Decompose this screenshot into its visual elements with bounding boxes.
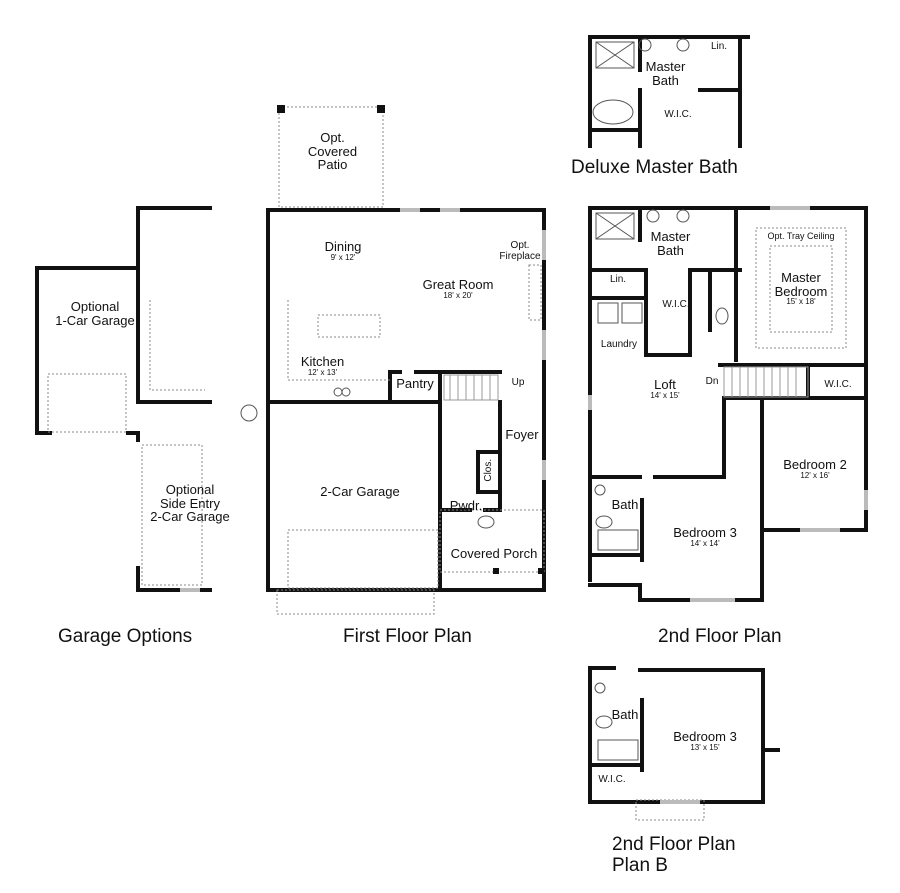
master-wic-label: W.I.C. <box>662 299 690 310</box>
room-name: Dining <box>324 239 362 254</box>
plan-b-bath-label: Bath <box>611 707 639 722</box>
closet-label: Clos. <box>482 458 494 482</box>
label-line: 1-Car Garage <box>55 312 135 328</box>
room-name: Bedroom 3 <box>673 525 737 540</box>
deluxe-linen-label: Lin. <box>710 41 728 52</box>
label-line: Covered <box>307 143 358 159</box>
room-name: Bedroom 2 <box>783 457 847 472</box>
label-line: Patio <box>317 157 348 173</box>
optional-side-entry-garage-label: Optional Side Entry 2-Car Garage <box>140 483 240 524</box>
second-floor-b-walls <box>588 666 780 804</box>
label-line: 2-Car Garage <box>150 509 230 525</box>
stairs-down-label: Dn <box>705 376 719 387</box>
pantry-label: Pantry <box>396 376 434 391</box>
label-line: Master <box>781 270 821 285</box>
room-dimension: 9' x 12' <box>330 252 356 262</box>
dining-room-label: Dining 9' x 12' <box>313 240 373 262</box>
covered-porch-label: Covered Porch <box>450 546 538 561</box>
stairs-second-floor <box>723 366 809 398</box>
plan-b-bedroom-3-label: Bedroom 3 13' x 15' <box>660 730 750 752</box>
room-name: Great Room <box>422 277 494 292</box>
room-name: Kitchen <box>300 354 345 369</box>
caption-second-floor-plan-b: 2nd Floor Plan Plan B <box>612 834 736 877</box>
label-line: Fireplace <box>499 250 541 262</box>
deluxe-master-bath-label: Master Bath <box>638 60 693 87</box>
driveway-apron <box>276 589 435 615</box>
first-floor-walls <box>266 208 546 592</box>
label-line: Opt. <box>320 130 345 145</box>
ac-unit-icon <box>240 404 258 422</box>
loft-label: Loft 14' x 15' <box>640 378 690 400</box>
bedroom-3-label: Bedroom 3 14' x 14' <box>660 526 750 548</box>
powder-room-label: Pwdr. <box>449 498 483 513</box>
caption-deluxe-master-bath: Deluxe Master Bath <box>571 157 738 178</box>
room-dimension: 12' x 13' <box>307 367 338 377</box>
label-line: Bedroom <box>774 283 828 299</box>
opt-tray-ceiling-label: Opt. Tray Ceiling <box>767 231 835 241</box>
optional-1-car-garage-label: Optional 1-Car Garage <box>50 300 140 327</box>
room-dimension: 14' x 14' <box>690 538 720 548</box>
bath-label: Bath <box>611 497 639 512</box>
linen-label: Lin. <box>609 274 627 285</box>
two-car-garage-label: 2-Car Garage <box>320 484 400 499</box>
label-line: Opt. <box>510 240 530 251</box>
bedroom-2-label: Bedroom 2 12' x 16' <box>775 458 855 480</box>
caption-line: Plan B <box>612 854 668 876</box>
caption-first-floor-plan: First Floor Plan <box>343 626 472 647</box>
label-line: Optional <box>70 299 120 314</box>
opt-covered-patio-label: Opt. Covered Patio <box>300 131 365 172</box>
master-bedroom-label: Master Bedroom 15' x 18' <box>770 271 832 307</box>
label-line: Master <box>650 229 691 244</box>
room-dimension: 14' x 15' <box>650 390 680 400</box>
caption-line: 2nd Floor Plan <box>612 834 736 855</box>
laundry-label: Laundry <box>600 339 638 350</box>
label-line: Optional <box>165 482 215 497</box>
label-line: Bath <box>657 242 684 258</box>
label-line: Side Entry <box>160 495 220 511</box>
stairs-first-floor <box>443 374 499 401</box>
garage-options-walls <box>35 206 212 592</box>
master-bath-label: Master Bath <box>643 230 698 257</box>
foyer-label: Foyer <box>505 427 539 442</box>
plan-b-wic-label: W.I.C. <box>598 774 626 785</box>
room-name: Bedroom 3 <box>673 729 737 744</box>
stairs-up-label: Up <box>511 377 525 388</box>
kitchen-label: Kitchen 12' x 13' <box>290 355 355 377</box>
label-line: Master <box>645 59 686 74</box>
room-dimension: 13' x 15' <box>690 742 720 752</box>
caption-second-floor-plan: 2nd Floor Plan <box>658 626 782 647</box>
room-dimension: 12' x 16' <box>800 470 830 480</box>
room-name: Loft <box>654 377 676 392</box>
great-room-label: Great Room 18' x 20' <box>408 278 508 300</box>
bedroom2-wic-label: W.I.C. <box>824 379 852 390</box>
label-line: Bath <box>652 72 679 88</box>
patio-outline <box>278 106 384 208</box>
opt-fireplace-label: Opt. Fireplace <box>496 240 544 262</box>
caption-garage-options: Garage Options <box>58 626 193 647</box>
deluxe-wic-label: W.I.C. <box>664 109 692 120</box>
room-dimension: 18' x 20' <box>443 290 473 300</box>
room-dimension: 15' x 18' <box>786 297 816 307</box>
deluxe-bath-walls <box>588 35 750 148</box>
